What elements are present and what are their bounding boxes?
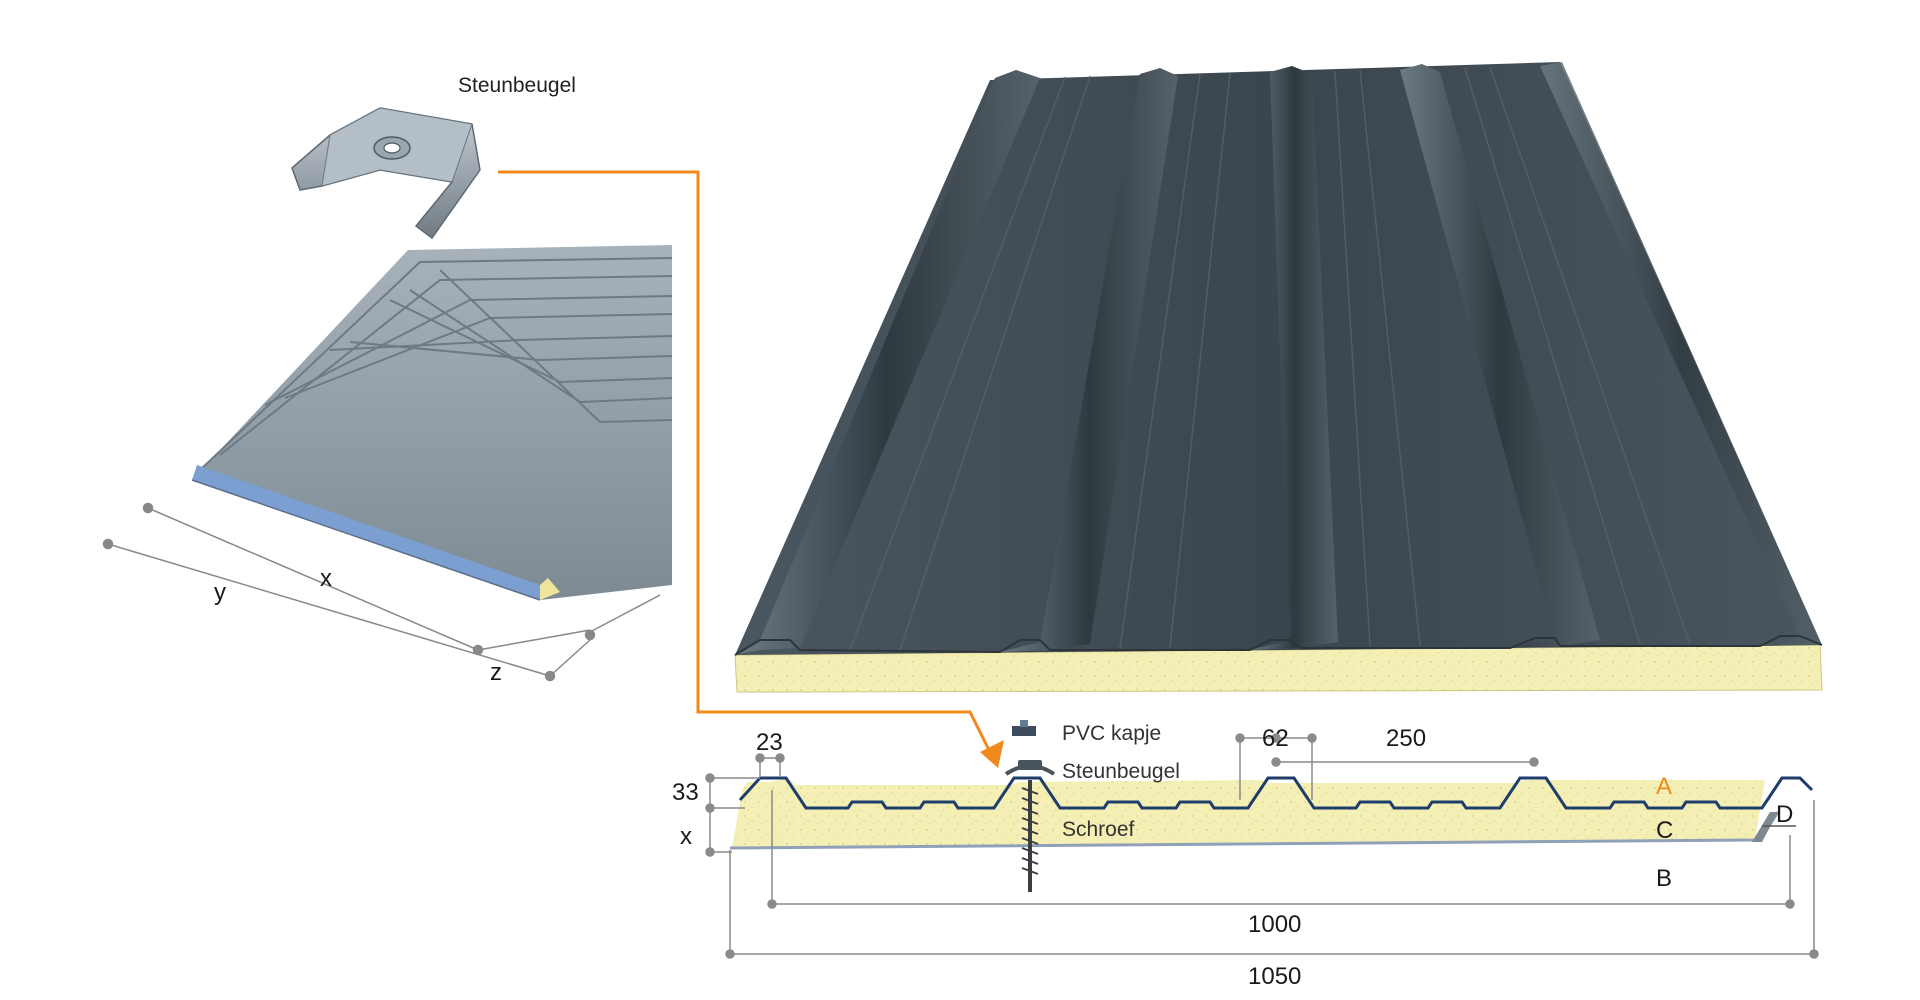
layer-letter-a: A (1656, 773, 1672, 800)
pvc-cap-label: PVC kapje (1062, 722, 1161, 745)
overlap-panel-illustration (191, 245, 673, 601)
dim-core-thickness: x (680, 823, 692, 850)
callout-arrowhead (980, 740, 1004, 768)
cross-section (729, 720, 1814, 892)
screw-label: Schroef (1062, 818, 1135, 841)
dimension-lines (705, 733, 1819, 959)
dim-total-width: 1050 (1248, 963, 1301, 990)
callout-line (498, 170, 992, 753)
dim-rib-top-width: 23 (756, 729, 783, 756)
dimension-y: y (214, 579, 226, 606)
layer-letter-d: D (1776, 801, 1793, 828)
overlap-dimension-lines (102, 502, 661, 682)
layer-letter-b: B (1656, 865, 1672, 892)
bracket-label: Steunbeugel (458, 74, 576, 97)
layer-letter-c: C (1656, 817, 1673, 844)
dim-rib-height: 33 (672, 779, 699, 806)
dim-cover-width: 1000 (1248, 911, 1301, 938)
sandwich-panel-illustration (734, 62, 1823, 693)
dim-rib-base-width: 62 (1262, 725, 1289, 752)
dimension-x: x (320, 565, 332, 592)
bracket-illustration (291, 107, 481, 240)
dim-rib-pitch: 250 (1386, 725, 1426, 752)
dimension-z: z (490, 659, 502, 686)
section-bracket-label: Steunbeugel (1062, 760, 1180, 783)
